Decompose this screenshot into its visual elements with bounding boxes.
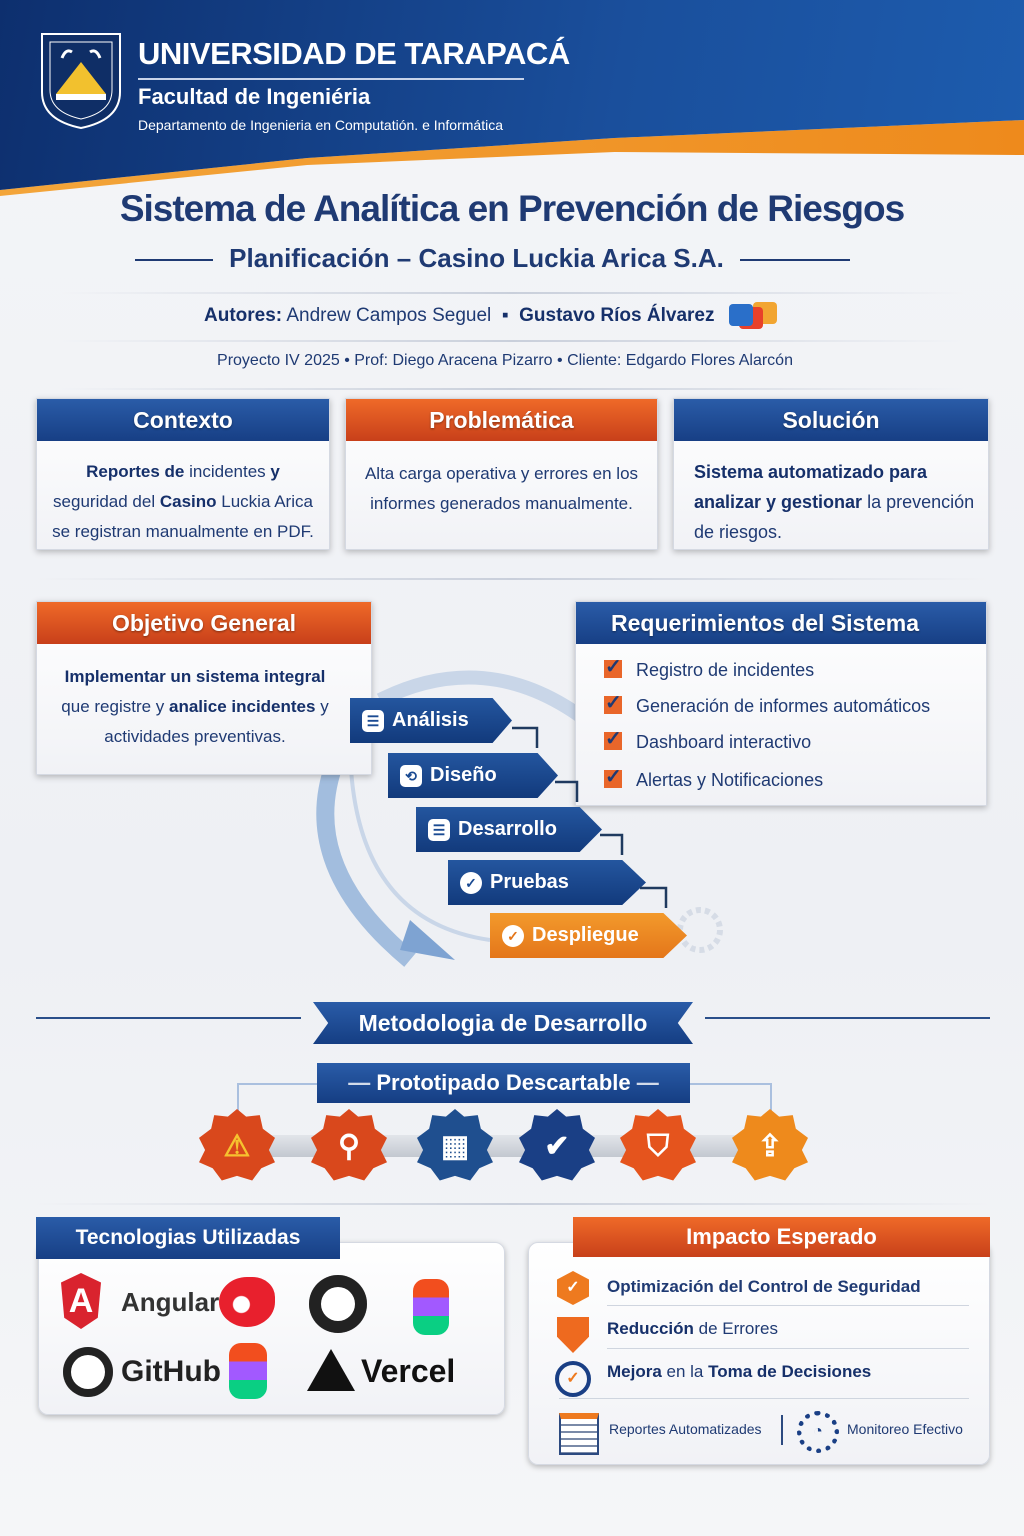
objective-text: Implementar un sistema integral que regi… <box>61 667 329 746</box>
divider <box>607 1305 969 1306</box>
checkbox-checked-icon: ✓ <box>604 656 622 678</box>
methodology-banner: Metodologia de Desarrollo <box>313 1002 693 1044</box>
problem-text: Alta carga operativa y errores en los in… <box>364 464 639 513</box>
project-info: Proyecto IV 2025 • Prof: Diego Aracena P… <box>217 352 793 369</box>
security-check-icon: ✓ <box>557 1271 589 1305</box>
impact-footer-reportes: Reportes Automatizades <box>609 1421 762 1437</box>
authors-line: Autores: Andrew Campos Seguel ▪ Gustavo … <box>204 305 714 327</box>
divider <box>60 292 964 294</box>
university-logo <box>41 33 121 130</box>
page-subtitle: Planificación – Casino Luckia Arica S.A. <box>229 243 724 273</box>
problem-card: Problemática Alta carga operativa y erro… <box>345 398 658 550</box>
shield-icon <box>557 1317 589 1353</box>
impact-title: Impacto Esperado <box>573 1217 990 1257</box>
step-pruebas: ✓Pruebas <box>448 860 646 905</box>
subtitle-line-right <box>740 259 850 261</box>
checkbox-checked-icon: ✓ <box>604 728 622 750</box>
divider <box>781 1415 783 1445</box>
solution-title: Solución <box>674 399 988 441</box>
step-analisis: ☰Análisis <box>350 698 512 743</box>
design-icon: ⟲ <box>400 764 422 787</box>
context-text: Reportes de incidentes y seguridad del C… <box>52 462 314 541</box>
divider <box>36 578 988 580</box>
author-separator: ▪ <box>501 305 509 326</box>
solution-card: Solución Sistema automatizado para anali… <box>673 398 989 550</box>
checkbox-checked-icon: ✓ <box>604 766 622 788</box>
requirement-item: ✓Generación de informes automáticos <box>604 692 931 716</box>
divider <box>607 1348 969 1349</box>
divider <box>36 1203 988 1205</box>
requirements-card: Requerimientos del Sistema ✓Registro de … <box>575 601 987 806</box>
step-desarrollo: ☰Desarrollo <box>416 807 602 852</box>
step-connectors <box>512 726 668 908</box>
objective-title: Objetivo General <box>37 602 371 644</box>
requirement-item: ✓Alertas y Notificaciones <box>604 766 824 790</box>
step-diseno: ⟲Diseño <box>388 753 558 798</box>
divider <box>36 1017 301 1019</box>
impact-item-1: Optimización del Control de Seguridad <box>607 1277 921 1296</box>
context-title: Contexto <box>37 399 329 441</box>
university-name: UNIVERSIDAD DE TARAPACÁ <box>138 36 570 71</box>
impact-item-2: Reducción de Errores <box>607 1319 778 1338</box>
solution-text: Sistema automatizado para analizar y ges… <box>694 462 975 542</box>
github-label: GitHub <box>121 1355 221 1388</box>
requirement-item: ✓Registro de incidentes <box>604 656 815 680</box>
vercel-logo-icon <box>307 1349 355 1391</box>
report-icon <box>559 1413 599 1455</box>
authors-label: Autores: <box>204 305 283 326</box>
objective-card: Objetivo General Implementar un sistema … <box>36 601 372 775</box>
subtitle-line-left <box>135 259 213 261</box>
check-icon: ✓ <box>460 871 482 894</box>
server-icon: ☰ <box>362 709 384 732</box>
decision-check-icon: ✓ <box>555 1361 591 1397</box>
collaboration-icon <box>729 304 753 326</box>
technologies-card: A Angular GitHub Vercel <box>38 1242 505 1415</box>
prototype-banner: — Prototipado Descartable — <box>317 1063 690 1103</box>
angular-label: Angular <box>121 1287 220 1317</box>
angular-logo-icon: A <box>61 1273 101 1329</box>
figma-logo-icon <box>229 1343 267 1399</box>
requirement-item: ✓Dashboard interactivo <box>604 728 812 752</box>
divider <box>60 340 964 342</box>
department-name: Departamento de Ingenieria en Computatió… <box>138 117 503 133</box>
figma-logo-icon <box>413 1279 449 1335</box>
faculty-name: Facultad de Ingeniéria <box>138 84 371 109</box>
impact-footer-monitoreo: Monitoreo Efectivo <box>847 1421 963 1437</box>
context-card: Contexto Reportes de incidentes y seguri… <box>36 398 330 550</box>
nestjs-logo-icon <box>219 1277 275 1327</box>
vercel-label: Vercel <box>361 1353 456 1389</box>
checkbox-checked-icon: ✓ <box>604 692 622 714</box>
divider <box>60 388 964 390</box>
technologies-title: Tecnologias Utilizadas <box>36 1217 340 1259</box>
github-logo-icon <box>309 1275 367 1333</box>
author-1: Andrew Campos Seguel <box>286 305 492 326</box>
problem-title: Problemática <box>346 399 657 441</box>
divider <box>705 1017 990 1019</box>
code-icon: ☰ <box>428 818 450 841</box>
github-logo-icon <box>63 1347 113 1397</box>
header-divider <box>138 78 524 80</box>
requirements-title: Requerimientos del Sistema <box>576 602 986 644</box>
author-2: Gustavo Ríos Álvarez <box>519 305 715 326</box>
monitor-clock-icon: ◔ <box>797 1411 839 1453</box>
badge-check-icon: ✓ <box>502 924 524 947</box>
step-despliegue: ✓Despliegue <box>490 913 687 958</box>
impact-card: ✓ Optimización del Control de Seguridad … <box>528 1242 990 1465</box>
divider <box>559 1398 969 1399</box>
page-title: Sistema de Analítica en Prevención de Ri… <box>119 188 905 229</box>
impact-item-3: Mejora en la Toma de Decisiones <box>607 1362 872 1381</box>
